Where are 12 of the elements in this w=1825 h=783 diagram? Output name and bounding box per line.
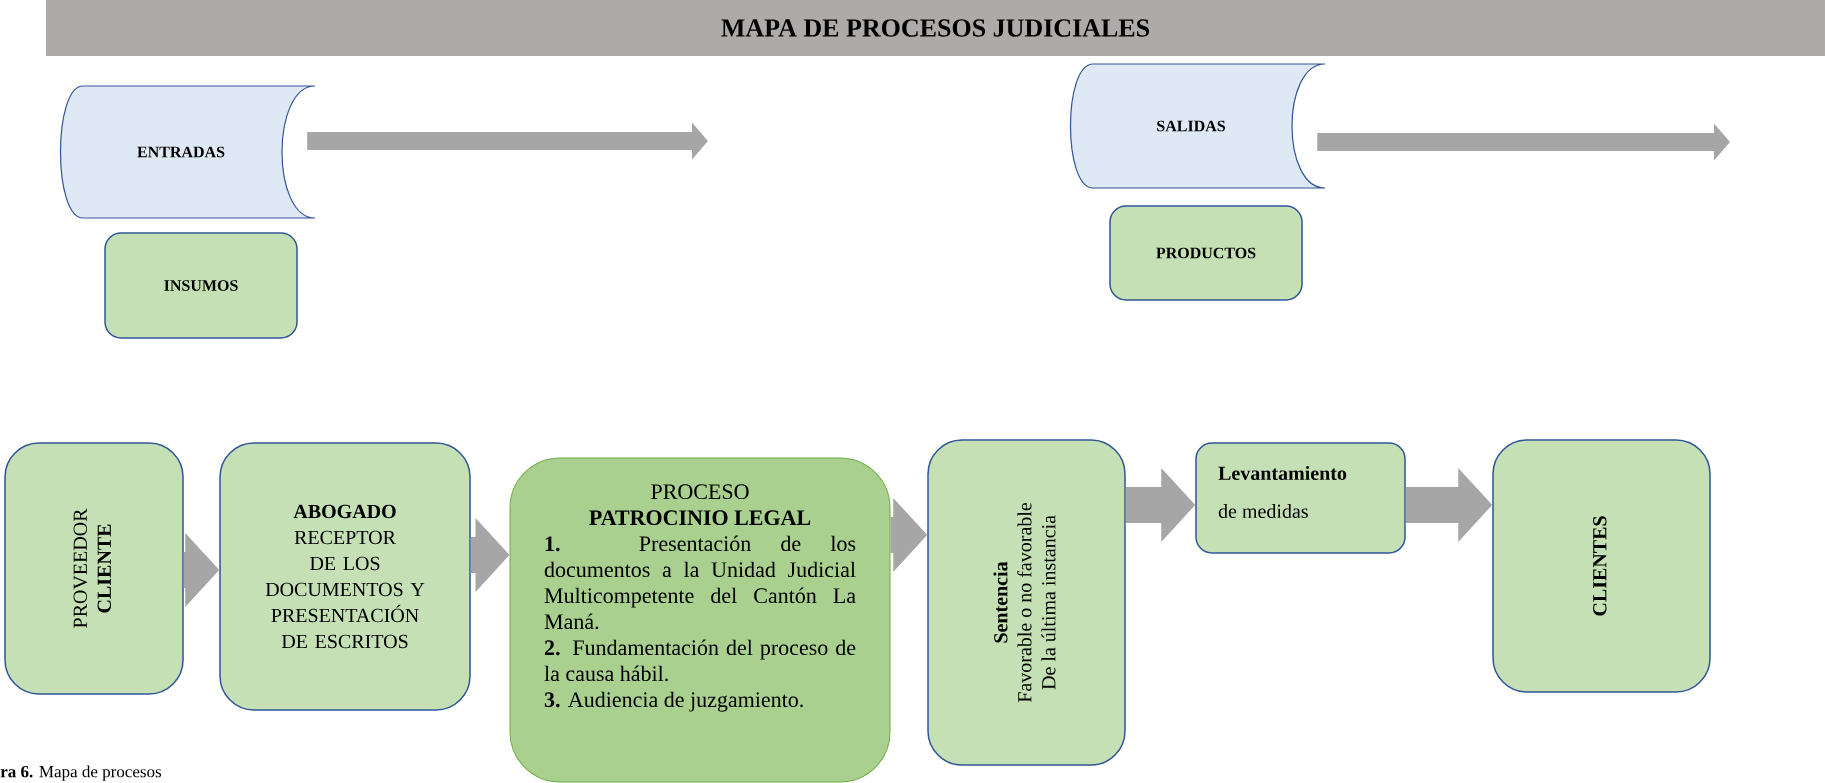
- process-box: PRODUCTOS: [1109, 205, 1303, 301]
- storage-cylinder: ENTRADAS: [59, 85, 316, 219]
- process-box: PROVEEDOR CLIENTE: [4, 442, 184, 695]
- storage-cylinder: SALIDAS: [1069, 63, 1326, 189]
- process-box: Levantamiento de medidas: [1195, 442, 1406, 554]
- process-box: CLIENTES: [1492, 439, 1711, 693]
- title-band: MAPA DE PROCESOS JUDICIALES: [46, 0, 1825, 56]
- process-box: Sentencia Favorable o no favorable De la última instancia: [927, 439, 1126, 766]
- process-box: ABOGADO RECEPTOR DE LOS DOCUMENTOS Y PRESENTACIÓN DE ESCRITOS: [219, 442, 471, 711]
- process-box: PROCESO PATROCINIO LEGAL 1. Presentación de los documentos a la Unidad Judicial Multicompetente del Cantón La Maná. 2. Fundamentación del proceso de la causa hábil. 3. Audiencia de juzgamiento.: [509, 457, 891, 783]
- caption: ra 6. Mapa de procesos: [0, 765, 162, 781]
- process-box: INSUMOS: [104, 232, 298, 339]
